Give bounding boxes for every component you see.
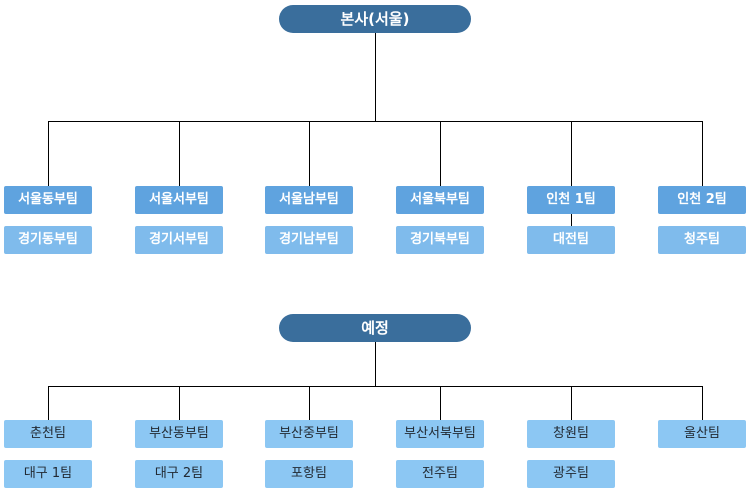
team-seoul-east: 서울동부팀 <box>4 186 92 214</box>
team-gwangju: 광주팀 <box>527 460 615 488</box>
team-ulsan: 울산팀 <box>658 420 746 448</box>
team-incheon-2: 인천 2팀 <box>658 186 746 214</box>
team-pohang: 포항팀 <box>265 460 353 488</box>
team-seoul-south: 서울남부팀 <box>265 186 353 214</box>
team-gyeonggi-north: 경기북부팀 <box>396 226 484 254</box>
team-daejeon: 대전팀 <box>527 226 615 254</box>
headquarters-node: 본사(서울) <box>279 5 471 33</box>
team-gyeonggi-west: 경기서부팀 <box>135 226 223 254</box>
team-gyeonggi-south: 경기남부팀 <box>265 226 353 254</box>
team-busan-east: 부산동부팀 <box>135 420 223 448</box>
planned-node: 예정 <box>279 314 471 342</box>
team-daegu-1: 대구 1팀 <box>4 460 92 488</box>
team-daegu-2: 대구 2팀 <box>135 460 223 488</box>
team-changwon: 창원팀 <box>527 420 615 448</box>
team-seoul-west: 서울서부팀 <box>135 186 223 214</box>
team-cheongju: 청주팀 <box>658 226 746 254</box>
team-busan-northwest: 부산서북부팀 <box>396 420 484 448</box>
team-gyeonggi-east: 경기동부팀 <box>4 226 92 254</box>
team-jeonju: 전주팀 <box>396 460 484 488</box>
team-incheon-1: 인천 1팀 <box>527 186 615 214</box>
team-busan-central: 부산중부팀 <box>265 420 353 448</box>
team-seoul-north: 서울북부팀 <box>396 186 484 214</box>
team-chuncheon: 춘천팀 <box>4 420 92 448</box>
